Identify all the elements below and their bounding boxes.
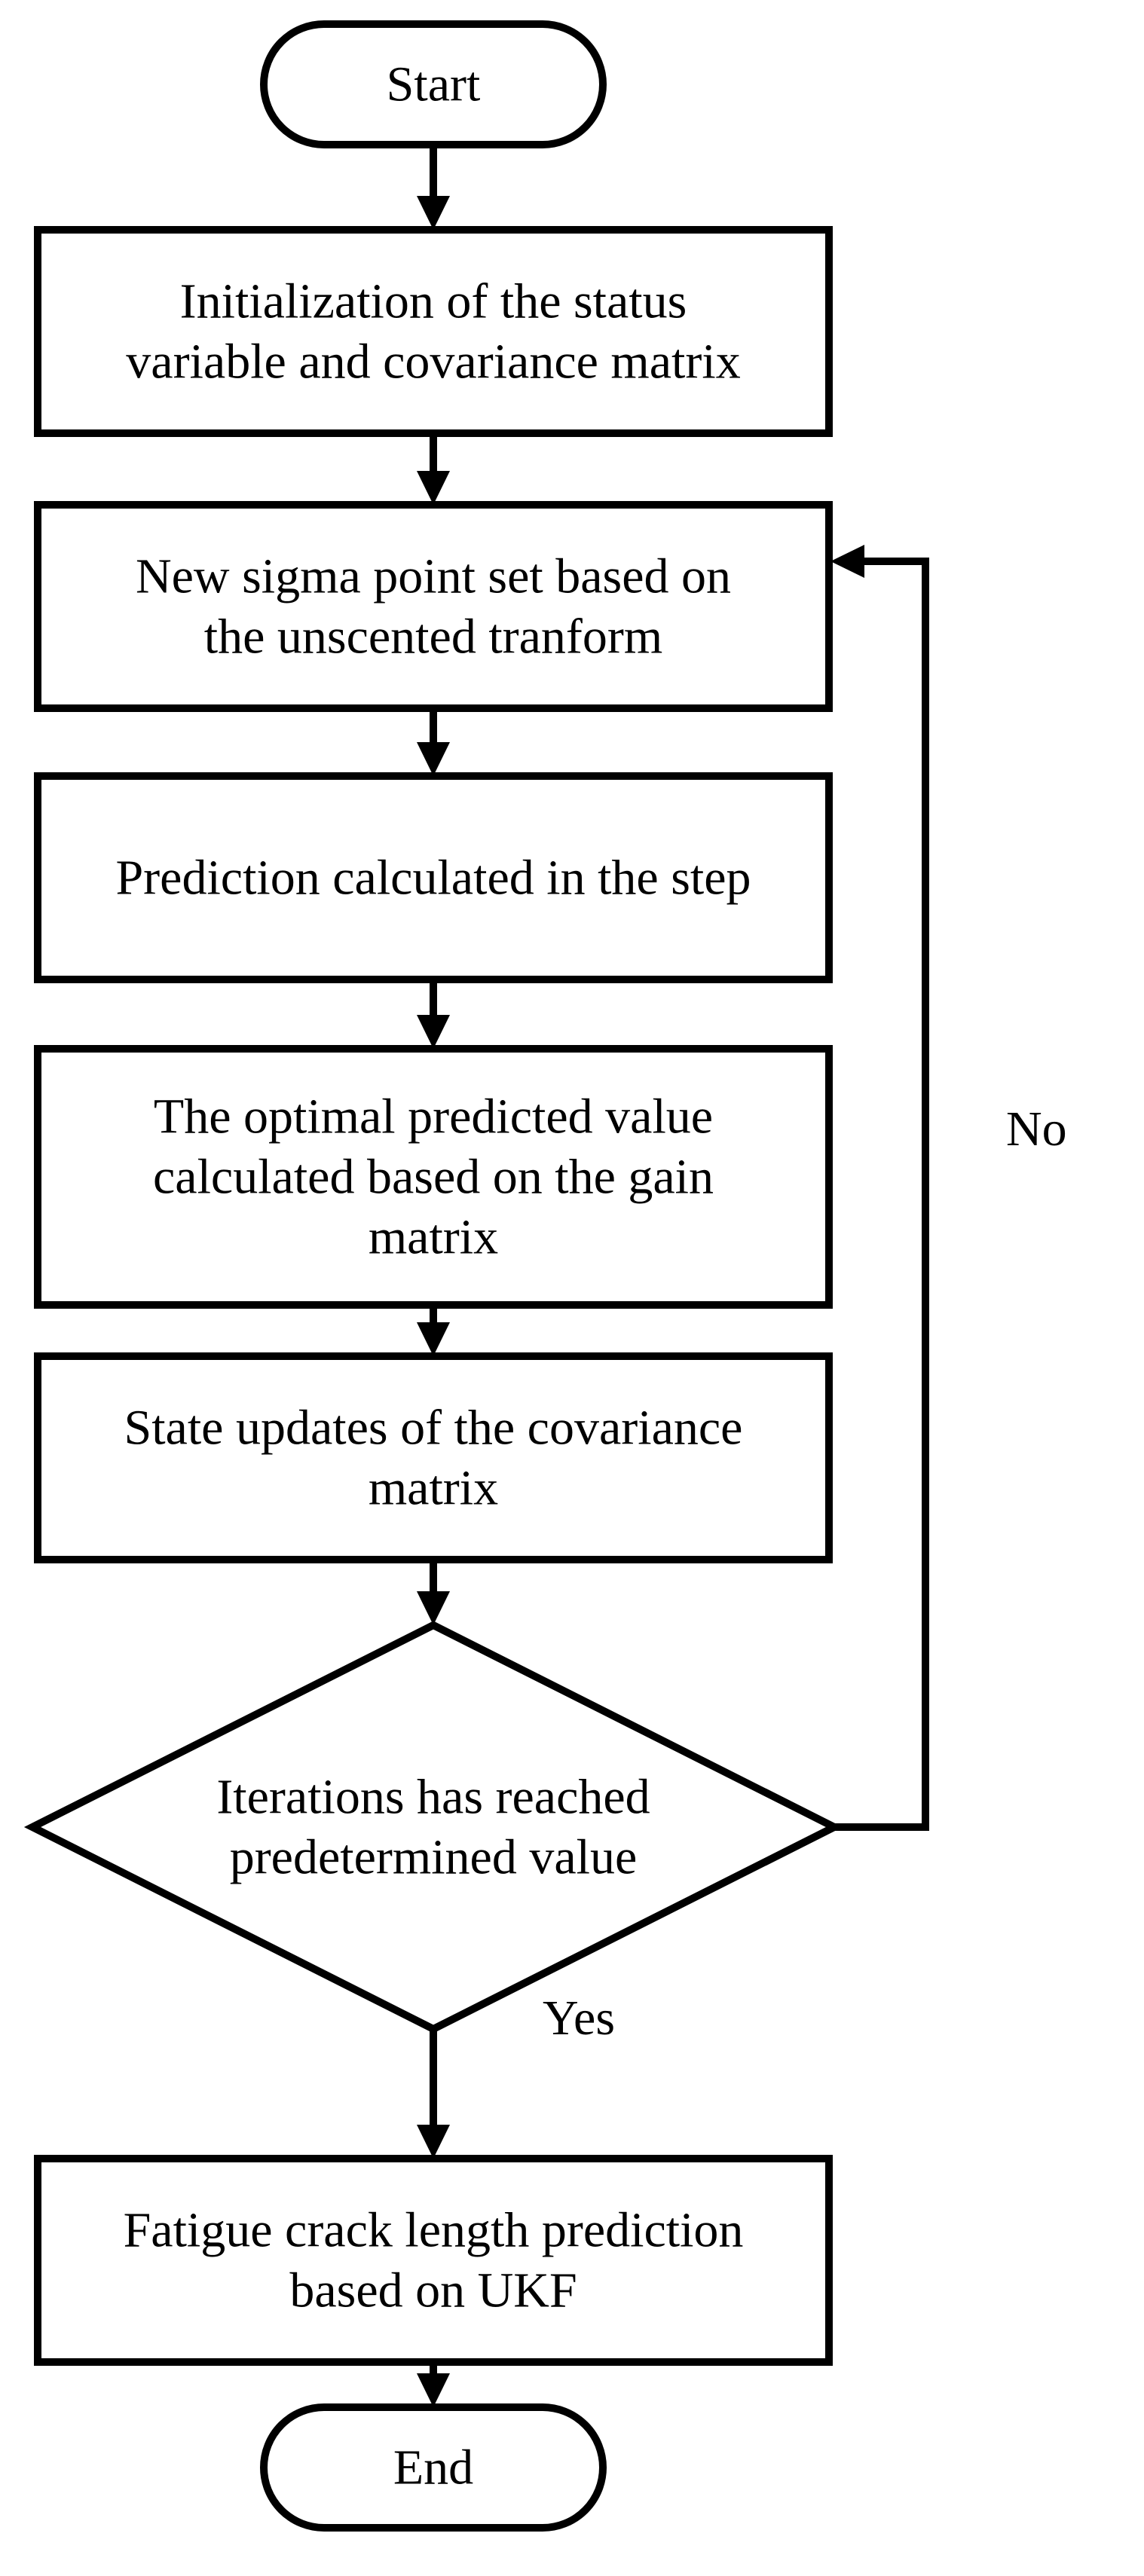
- edge-optimal-to-update: [417, 1305, 450, 1356]
- node-label-line: End: [393, 2440, 473, 2495]
- node-label-line: New sigma point set based on: [136, 549, 731, 604]
- node-label-line: matrix: [369, 1210, 498, 1265]
- edge-update-to-decision: [417, 1560, 450, 1625]
- node-end: End: [260, 2403, 607, 2532]
- process-shape: [34, 226, 833, 437]
- node-predict: Prediction calculated in the step: [34, 772, 833, 983]
- edge-labels-layer: Yes No: [543, 1102, 1067, 2046]
- node-label-line: Prediction calculated in the step: [115, 851, 751, 906]
- node-label-line: matrix: [369, 1461, 498, 1516]
- node-label-line: Initialization of the status: [180, 274, 687, 329]
- arrowhead: [417, 2373, 450, 2407]
- edge-predict-to-optimal: [417, 979, 450, 1049]
- edge-sigma-to-predict: [417, 708, 450, 776]
- process-shape: [34, 1045, 833, 1309]
- arrowhead: [417, 1322, 450, 1356]
- arrowhead: [417, 471, 450, 505]
- edge-result-to-end: [417, 2362, 450, 2407]
- node-init: Initialization of the status variable and…: [34, 226, 833, 437]
- process-shape: [34, 772, 833, 983]
- edge-label-no: No: [1006, 1102, 1067, 1157]
- terminal-shape: [260, 20, 607, 148]
- edge-init-to-sigma: [417, 433, 450, 505]
- node-label-line: based on UKF: [289, 2263, 577, 2318]
- decision-shape: [23, 1621, 843, 2034]
- node-start: Start: [260, 20, 607, 148]
- process-shape: [34, 1352, 833, 1563]
- node-label-line: Start: [387, 57, 481, 112]
- node-label-line: calculated based on the gain: [153, 1150, 714, 1205]
- edge-start-to-init: [417, 145, 450, 230]
- node-label-line: The optimal predicted value: [154, 1089, 713, 1144]
- node-label-line: Fatigue crack length prediction: [124, 2203, 744, 2258]
- process-shape: [34, 501, 833, 712]
- node-label-line: Iterations has reached: [216, 1770, 650, 1825]
- arrowhead: [417, 1591, 450, 1625]
- node-label-line: the unscented tranform: [204, 610, 662, 665]
- arrowhead: [417, 196, 450, 230]
- node-label-line: variable and covariance matrix: [126, 335, 740, 390]
- edge-decision-to-result: [417, 2029, 450, 2159]
- edge-decision-to-sigma: [830, 545, 929, 1831]
- terminal-shape: [260, 2403, 607, 2532]
- node-label-line: predetermined value: [230, 1830, 638, 1885]
- node-sigma: New sigma point set based on the unscente…: [34, 501, 833, 712]
- arrowhead: [830, 545, 864, 578]
- arrowhead: [417, 2125, 450, 2159]
- node-optimal: The optimal predicted value calculated ba…: [34, 1045, 833, 1309]
- node-label-line: State updates of the covariance: [124, 1401, 743, 1456]
- arrowhead: [417, 742, 450, 776]
- arrowhead: [417, 1015, 450, 1049]
- loop-back-line: [834, 558, 929, 1831]
- edges-layer: [417, 145, 929, 2407]
- edge-label-yes: Yes: [543, 1991, 615, 2046]
- process-shape: [34, 2155, 833, 2366]
